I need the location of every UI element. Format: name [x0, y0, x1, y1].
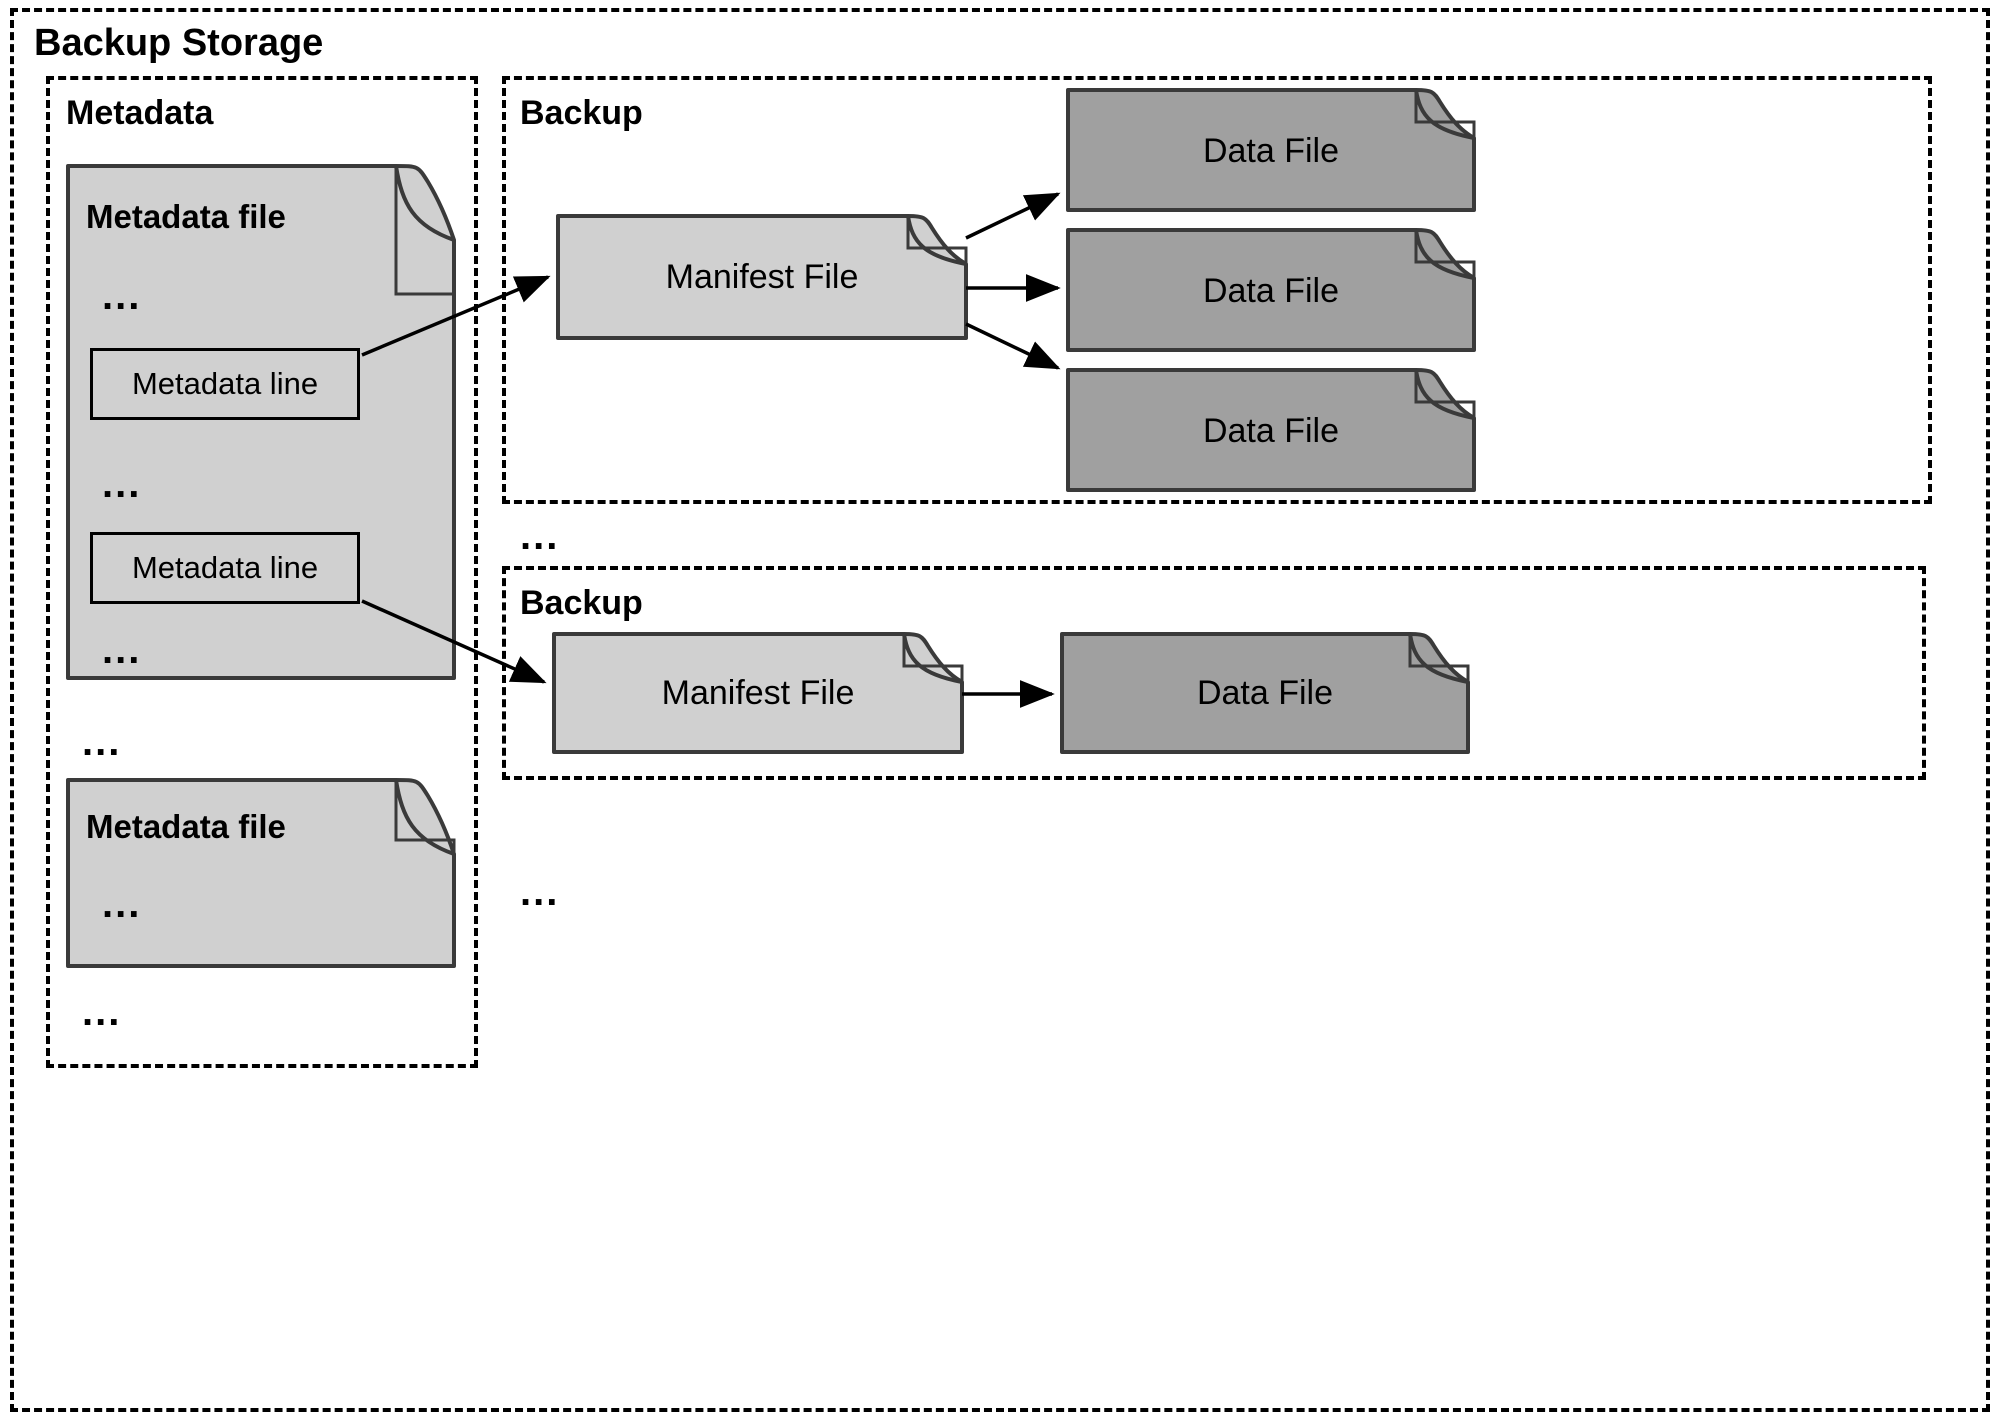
backup-section-2-title: Backup	[520, 584, 643, 622]
data-file-1-1-shape	[1066, 88, 1476, 212]
metadata-section-container	[46, 76, 478, 1068]
data-file-1-2-label: Data File	[1202, 272, 1340, 310]
data-file-1-2: Data File	[1066, 228, 1476, 352]
data-file-2-1-shape	[1060, 632, 1470, 754]
manifest-file-2-label: Manifest File	[661, 674, 855, 712]
data-file-2-1-label: Data File	[1196, 674, 1334, 712]
backup-storage-container	[10, 8, 1990, 1412]
metadata-file-2-title: Metadata file	[86, 808, 286, 845]
data-file-1-2-shape	[1066, 228, 1476, 352]
metadata-file-1-title: Metadata file	[86, 198, 286, 235]
backup-storage-title: Backup Storage	[34, 22, 324, 64]
manifest-file-1: Manifest File	[556, 214, 968, 340]
data-file-1-3-shape	[1066, 368, 1476, 492]
backup-section-1-title: Backup	[520, 94, 643, 132]
metadata-line-1[interactable]: Metadata line	[90, 348, 360, 420]
metadata-section-title: Metadata	[66, 94, 214, 132]
metadata-line-2[interactable]: Metadata line	[90, 532, 360, 604]
manifest-file-1-label: Manifest File	[665, 258, 859, 296]
manifest-file-2: Manifest File	[552, 632, 964, 754]
metadata-file-2-dots-top: ...	[102, 882, 142, 926]
metadata-file-1-dots-bottom: ...	[102, 628, 142, 672]
metadata-line-2-label: Metadata line	[131, 550, 319, 585]
metadata-line-1-label: Metadata line	[131, 366, 319, 401]
backup-trailing-dots: ...	[520, 870, 560, 914]
metadata-file-1-dots-top: ...	[102, 274, 142, 318]
manifest-file-1-shape	[556, 214, 968, 340]
data-file-1-1: Data File	[1066, 88, 1476, 212]
data-file-2-1: Data File	[1060, 632, 1470, 754]
metadata-section-trailing-dots: ...	[82, 990, 122, 1034]
manifest-file-2-shape	[552, 632, 964, 754]
metadata-file-1-dots-middle: ...	[102, 462, 142, 506]
data-file-1-1-label: Data File	[1202, 132, 1340, 170]
metadata-file-2: Metadata file ...	[66, 778, 456, 968]
data-file-1-3-label: Data File	[1202, 412, 1340, 450]
data-file-1-3: Data File	[1066, 368, 1476, 492]
backup-sections-separator-dots: ...	[520, 514, 560, 558]
metadata-file-2-shape	[66, 778, 456, 968]
metadata-files-separator-dots: ...	[82, 720, 122, 764]
metadata-file-1: Metadata file ... Metadata line ... Meta…	[66, 164, 456, 680]
